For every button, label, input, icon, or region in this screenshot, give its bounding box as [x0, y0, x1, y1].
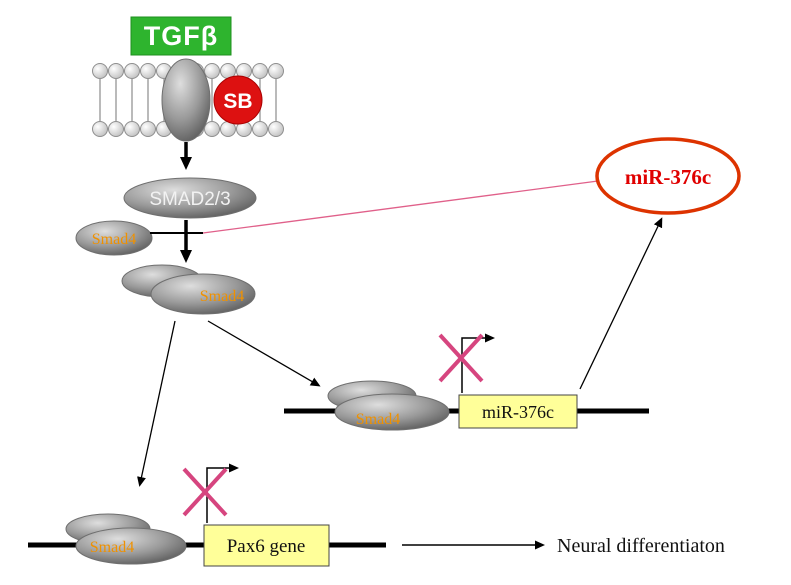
arrow-complex-to-mir-gene	[207, 320, 321, 387]
arrow-complex-to-pax6-gene	[137, 320, 176, 487]
sb-inhibitor: SB	[213, 75, 263, 125]
transcription-start-arrow-pax6	[206, 463, 239, 523]
pax6-gene-locus: Smad4 Pax6 gene	[28, 463, 386, 567]
pax6-gene-box	[203, 524, 330, 567]
smad-complex-label: Smad4	[200, 288, 244, 305]
smad-complex-node: Smad4	[121, 264, 256, 315]
smad23-label: SMAD2/3	[149, 189, 230, 210]
tgfb-receptor	[161, 58, 211, 142]
blocked-cross-pax6	[182, 467, 228, 517]
sb-label: SB	[223, 90, 252, 113]
mir376c-node: miR-376c	[595, 137, 741, 215]
mir376c-gene-label: miR-376c	[482, 402, 554, 422]
tgfb-box	[130, 16, 232, 56]
transcription-start-arrow-mir	[461, 333, 495, 393]
pax6-gene-label: Pax6 gene	[227, 536, 306, 557]
smad4-pax6-label: Smad4	[90, 539, 134, 556]
tgfb-ligand: TGFβ	[130, 16, 232, 56]
mir376c-ellipse	[595, 137, 741, 215]
smad4-mir-label: Smad4	[356, 411, 400, 428]
arrow-mir-gene-to-mir376c	[579, 217, 663, 390]
blocked-cross-mir	[438, 333, 484, 383]
mir376c-label: miR-376c	[625, 165, 711, 189]
neural-differentiation-label: Neural differentiaton	[557, 535, 725, 557]
mir376c-gene-box	[458, 394, 578, 429]
smad4-free-label: Smad4	[92, 231, 136, 248]
mir376c-inhibition-line	[202, 180, 599, 234]
tgfb-label: TGFβ	[144, 21, 218, 51]
mir376c-gene-locus: Smad4 miR-376c	[284, 217, 663, 431]
sb-circle	[213, 75, 263, 125]
smad23-node: SMAD2/3	[123, 177, 257, 219]
smad4-free-node: Smad4	[75, 220, 153, 256]
